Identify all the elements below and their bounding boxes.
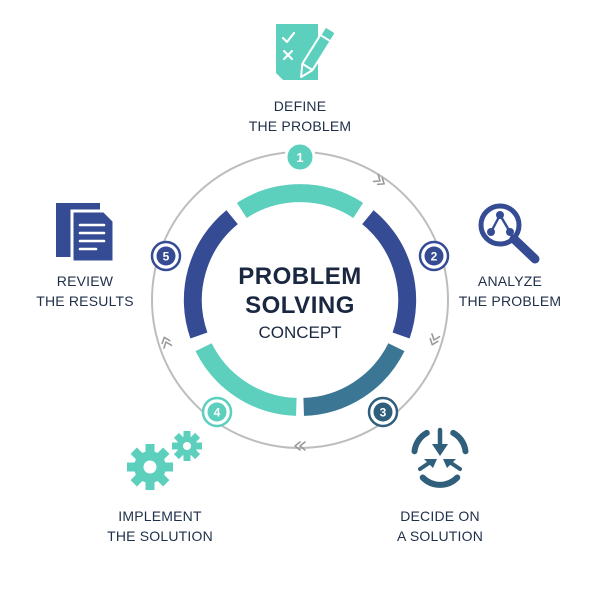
chevron-icon [294,441,306,451]
step-label-line: ANALYZE [477,273,543,289]
step-number: 3 [380,406,387,420]
step-label-line: DECIDE ON [400,508,480,524]
magnifier-network-icon [478,203,540,264]
segment-decide [303,343,405,416]
step-label-4: IMPLEMENT THE SOLUTION [85,506,235,546]
chevron-icon [161,336,173,349]
step-circle-2: 2 [418,240,450,272]
step-label-line: THE PROBLEM [248,118,352,134]
ring-chevrons [161,174,441,451]
segment-define [236,184,364,219]
center-line-2: SOLVING [245,292,355,319]
step-label-line: THE RESULTS [36,293,134,309]
chevron-icon [372,174,385,186]
segment-review [183,210,238,339]
step-label-line: IMPLEMENT [118,508,202,524]
step-label-5: REVIEW THE RESULTS [20,271,150,311]
step-circle-3: 3 [367,396,399,428]
step-label-line: REVIEW [56,273,114,289]
inner-ring [183,184,417,416]
step-label-line: THE PROBLEM [458,293,562,309]
center-line-1: PROBLEM [238,263,362,290]
step-label-line: THE SOLUTION [107,528,213,544]
center-title: PROBLEM SOLVING CONCEPT [200,263,400,343]
segment-implement [195,343,297,416]
center-line-3: CONCEPT [258,323,342,342]
step-number: 5 [163,250,170,264]
step-number: 2 [431,250,438,264]
documents-icon [56,203,116,264]
step-label-2: ANALYZE THE PROBLEM [445,271,575,311]
step-label-line: DEFINE [273,98,327,114]
converging-arrows-icon [411,427,469,488]
step-number: 4 [214,406,221,420]
segment-analyze [362,210,417,339]
step-circle-4: 4 [201,396,233,428]
checklist-pen-icon [276,24,337,80]
gears-icon [127,431,202,490]
step-label-3: DECIDE ON A SOLUTION [370,506,510,546]
step-circle-5: 5 [150,240,182,272]
step-circle-1: 1 [284,141,316,173]
step-label-line: A SOLUTION [396,528,484,544]
chevron-icon [429,333,441,346]
step-label-1: DEFINE THE PROBLEM [230,96,370,136]
step-number: 1 [296,150,303,165]
